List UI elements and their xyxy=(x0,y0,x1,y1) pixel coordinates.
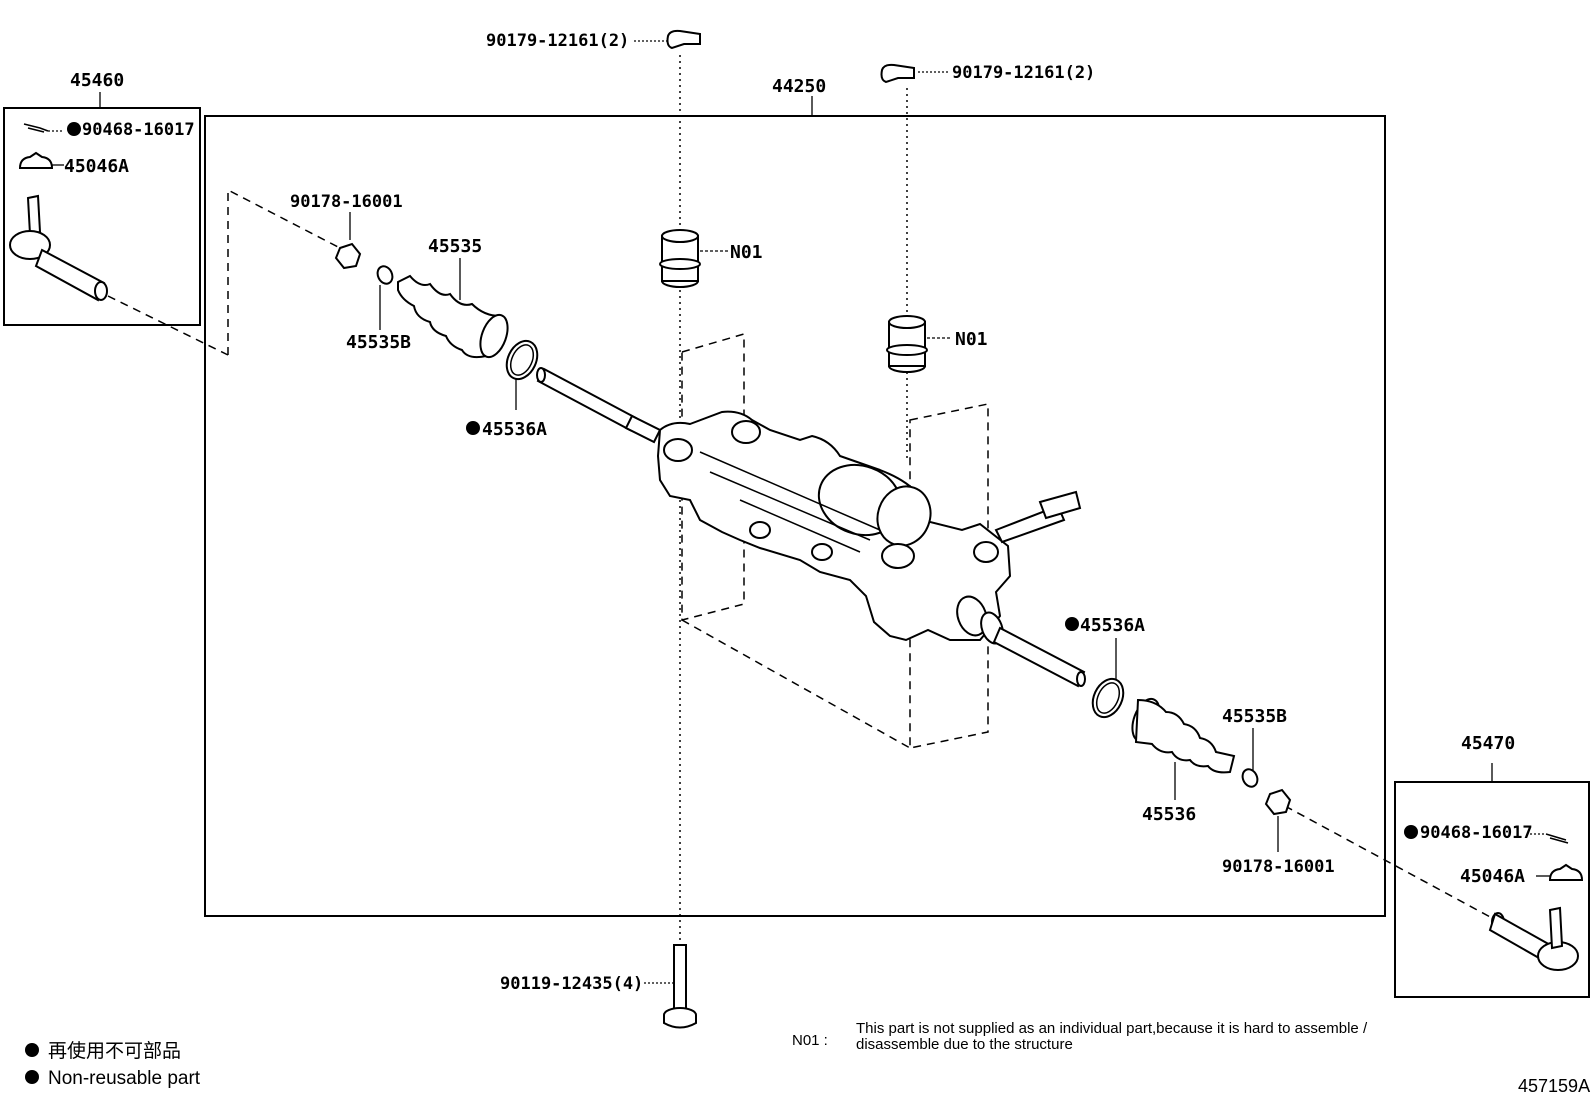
label-right-lock-nut[interactable]: 90178-16001 xyxy=(1222,857,1335,877)
label-left-boot-clamp[interactable]: 45536A xyxy=(482,419,547,440)
label-right-bolt-cap[interactable]: 90179-12161(2) xyxy=(952,63,1095,83)
note-line-2: disassemble due to the structure xyxy=(856,1036,1073,1053)
left-tie-rod-end-icon xyxy=(9,194,108,302)
left-boot-clip-icon xyxy=(376,265,394,285)
label-left-boot[interactable]: 45535 xyxy=(428,236,482,257)
left-lock-nut-icon xyxy=(334,242,362,270)
label-left-bolt-cap[interactable]: 90179-12161(2) xyxy=(486,31,629,51)
label-left-bushing[interactable]: N01 xyxy=(730,242,763,263)
mount-bolt-icon xyxy=(663,944,697,1029)
label-left-lock-nut[interactable]: 90178-16001 xyxy=(290,192,403,212)
left-boot-icon xyxy=(397,274,509,359)
left-bushing-icon xyxy=(659,229,701,288)
label-right-cotter-pin[interactable]: 90468-16017 xyxy=(1420,823,1533,843)
note-line-1: This part is not supplied as an individu… xyxy=(856,1020,1368,1037)
label-right-boot[interactable]: 45536 xyxy=(1142,804,1196,825)
legend-bullet-icon xyxy=(25,1043,39,1057)
label-steering-gear[interactable]: 44250 xyxy=(772,76,826,97)
legend-bullet-icon xyxy=(25,1070,39,1084)
right-lock-nut-icon xyxy=(1264,788,1292,816)
non-reusable-marker xyxy=(466,421,480,435)
right-tie-rod-end-icon xyxy=(1488,906,1579,971)
label-right-boot-clip[interactable]: 45535B xyxy=(1222,706,1287,727)
right-cotter-pin-icon xyxy=(1530,833,1569,844)
note-code: N01 : xyxy=(792,1032,828,1049)
non-reusable-marker xyxy=(67,122,81,136)
right-boot-icon xyxy=(1131,697,1236,774)
right-nut-cap-icon xyxy=(1548,863,1584,881)
steering-gear-box xyxy=(204,115,1386,917)
legend-english: Non-reusable part xyxy=(48,1068,201,1089)
label-right-tie-rod-end[interactable]: 45470 xyxy=(1461,733,1515,754)
right-bolt-cap-icon xyxy=(880,63,915,84)
left-bolt-cap-icon xyxy=(666,29,701,50)
right-rack-icon xyxy=(992,626,1086,688)
right-boot-clip-icon xyxy=(1241,768,1259,788)
label-right-nut-cap[interactable]: 45046A xyxy=(1460,866,1525,887)
label-mount-bolt[interactable]: 90119-12435(4) xyxy=(500,974,643,994)
steering-gear-housing-icon xyxy=(656,333,1082,749)
label-right-bushing[interactable]: N01 xyxy=(955,329,988,350)
legend-japanese: 再使用不可部品 xyxy=(48,1040,181,1062)
left-tie-rod-box xyxy=(3,107,201,326)
left-rack-icon xyxy=(536,367,662,444)
label-left-cotter-pin[interactable]: 90468-16017 xyxy=(82,120,195,140)
figure-id: 457159A xyxy=(1518,1076,1590,1096)
label-left-nut-cap[interactable]: 45046A xyxy=(64,156,129,177)
label-left-boot-clip[interactable]: 45535B xyxy=(346,332,411,353)
non-reusable-marker xyxy=(1404,825,1418,839)
label-left-tie-rod-end[interactable]: 45460 xyxy=(70,70,124,91)
right-boot-clamp-icon xyxy=(1091,677,1125,719)
label-right-boot-clamp[interactable]: 45536A xyxy=(1080,615,1145,636)
right-bushing-icon xyxy=(886,315,928,373)
left-nut-cap-icon xyxy=(18,151,54,169)
left-boot-clamp-icon xyxy=(505,339,539,381)
left-cotter-pin-icon xyxy=(23,123,64,133)
non-reusable-marker xyxy=(1065,617,1079,631)
